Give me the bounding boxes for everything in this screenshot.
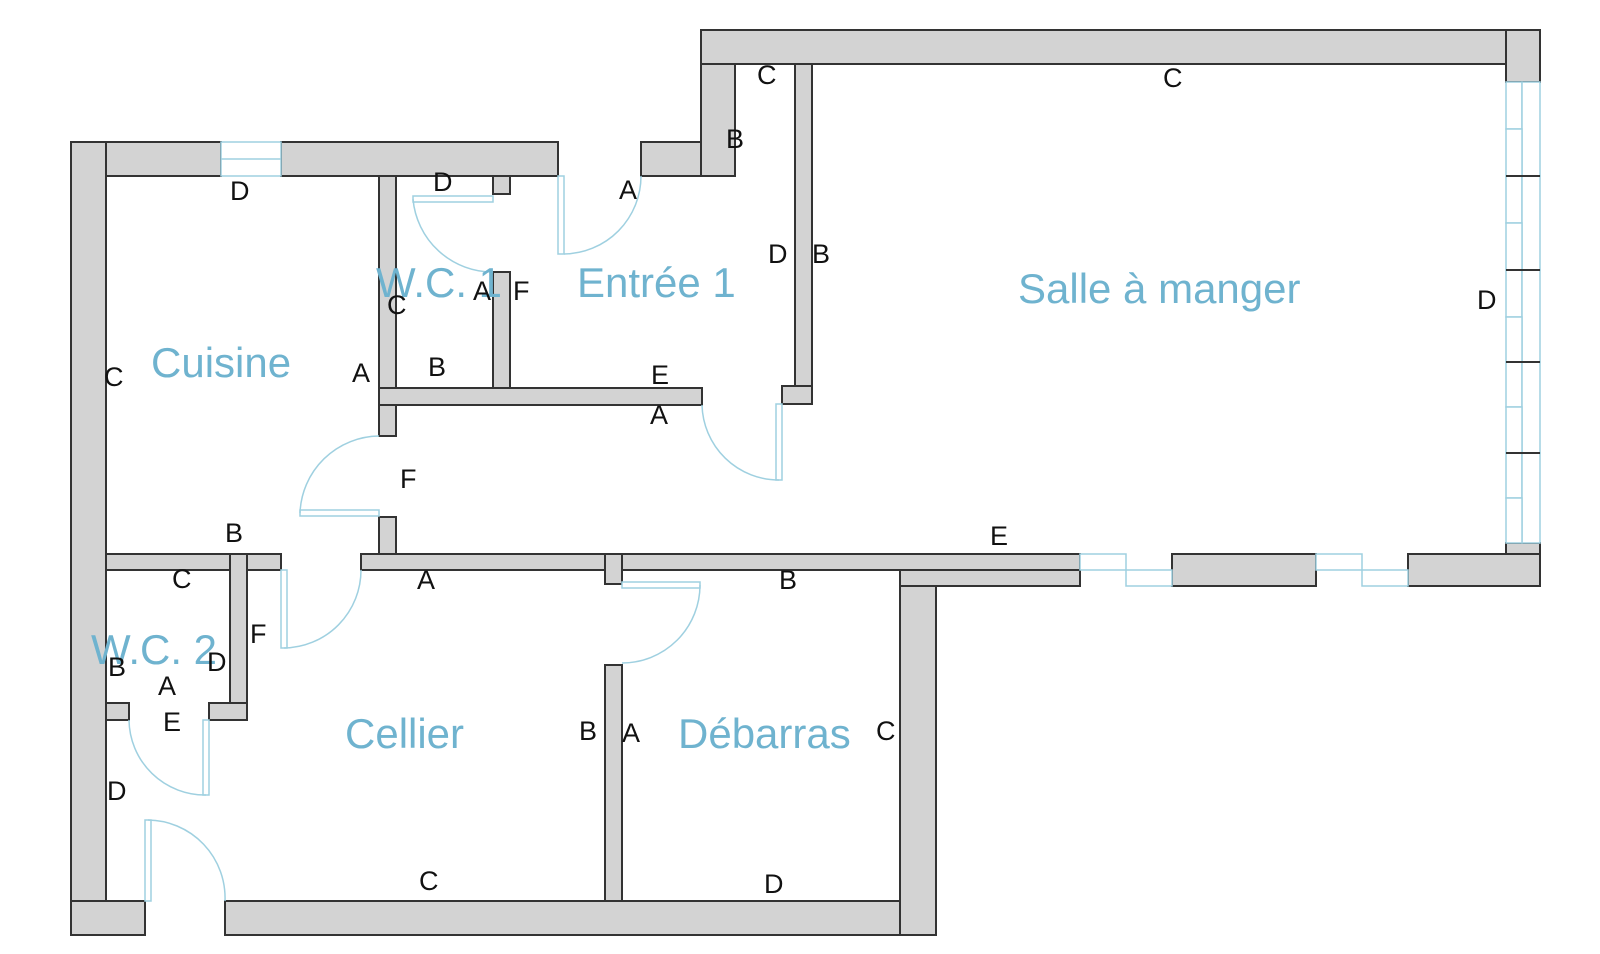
window-cuisine: [220, 141, 282, 177]
wall-salle-bottom-c: [1407, 553, 1541, 587]
door-exterior: [144, 819, 226, 902]
wall-label: C: [172, 564, 192, 594]
wall-label: C: [387, 290, 407, 320]
wall-entree-ledge: [640, 141, 702, 177]
wall-label: D: [433, 167, 453, 197]
room-label-salle: Salle à manger: [1018, 265, 1301, 312]
wall-salle-bottom-b: [1171, 553, 1317, 587]
wall-wc1-bottom: [378, 387, 703, 406]
wall-label: F: [513, 276, 530, 306]
wall-label: B: [225, 518, 243, 548]
door-wc1: [412, 195, 494, 273]
wall-cuisine-wc1: [378, 175, 397, 437]
wall-label: B: [428, 352, 446, 382]
wall-label: A: [473, 276, 491, 306]
wall-label: F: [400, 464, 417, 494]
wall-left-top-b: [280, 141, 559, 177]
window-salle-right: [1505, 81, 1541, 544]
room-label-wc2: W.C. 2: [91, 626, 217, 673]
wall-wc2-right: [229, 553, 248, 720]
wall-hall-stub: [378, 516, 397, 555]
wall-label: E: [651, 360, 669, 390]
windows: [220, 81, 1541, 587]
wall-debarras-stub: [604, 553, 623, 585]
wall-cellier-debarras: [604, 664, 623, 902]
wall-label: A: [352, 358, 370, 388]
wall-label: D: [230, 176, 250, 206]
wall-label: D: [207, 647, 227, 677]
room-label-wc1: W.C. 1: [376, 259, 502, 306]
room-label-entree: Entrée 1: [577, 259, 736, 306]
wall-label: A: [619, 175, 637, 205]
wall-label: E: [163, 707, 181, 737]
wall-labels: C C B A D B D D C A F C A B E A D F B C …: [104, 60, 1497, 899]
wall-left-outer: [70, 141, 107, 936]
wall-right-debarras: [899, 569, 937, 936]
wall-right-top: [1505, 29, 1541, 83]
door-wc2-bottom: [128, 719, 210, 796]
wall-bottom-main: [224, 900, 937, 936]
wall-label: B: [108, 652, 126, 682]
wall-label: E: [990, 521, 1008, 551]
wall-entree-salle: [794, 63, 813, 405]
room-labels: Salle à manger Entrée 1 Cuisine W.C. 1 W…: [91, 259, 1301, 757]
wall-label: D: [1477, 285, 1497, 315]
walls: [70, 29, 1541, 936]
wall-label: C: [419, 866, 439, 896]
wall-label: A: [622, 718, 640, 748]
door-salle: [701, 403, 783, 481]
wall-top-main: [700, 29, 1541, 65]
window-salle-bottom-2: [1315, 553, 1409, 587]
wall-label: D: [768, 239, 788, 269]
window-salle-bottom-1: [1079, 553, 1173, 587]
wall-label: C: [1163, 63, 1183, 93]
wall-label: C: [876, 716, 896, 746]
wall-cellier-top: [360, 553, 1081, 571]
room-label-cellier: Cellier: [345, 710, 464, 757]
wall-label: A: [158, 671, 176, 701]
wall-label: F: [250, 619, 267, 649]
wall-label: D: [107, 776, 127, 806]
wall-label: C: [757, 60, 777, 90]
wall-wc2-bottom-a: [105, 702, 130, 721]
wall-label: B: [812, 239, 830, 269]
wall-label: B: [779, 565, 797, 595]
wall-label: A: [417, 565, 435, 595]
doors: [128, 175, 783, 902]
wall-wc2-bottom-b: [208, 702, 248, 721]
room-label-debarras: Débarras: [678, 710, 851, 757]
door-debarras: [621, 581, 701, 664]
wall-cuisine-bottom: [105, 553, 282, 571]
wall-label: C: [104, 362, 124, 392]
wall-label: B: [726, 124, 744, 154]
wall-wc1-stub: [492, 175, 511, 195]
door-cuisine: [299, 435, 380, 517]
wall-entree-salle-stub: [781, 385, 813, 405]
wall-label: A: [650, 400, 668, 430]
door-wc2: [280, 569, 362, 649]
door-entree: [557, 175, 642, 255]
wall-bottom-left: [70, 900, 146, 936]
wall-label: D: [764, 869, 784, 899]
wall-label: B: [579, 716, 597, 746]
room-label-cuisine: Cuisine: [151, 339, 291, 386]
